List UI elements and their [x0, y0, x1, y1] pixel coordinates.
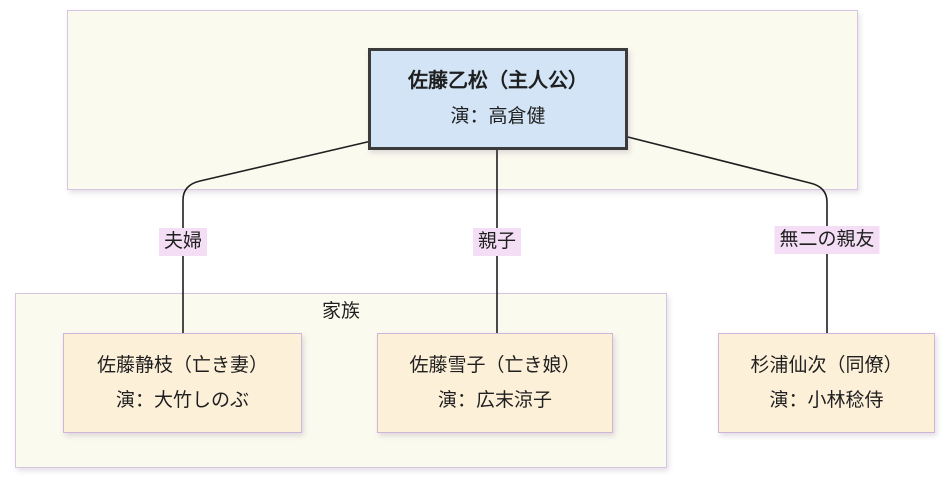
- node-wife: 佐藤静枝（亡き妻） 演：大竹しのぶ: [63, 333, 302, 433]
- node-colleague: 杉浦仙次（同僚） 演：小林稔侍: [718, 333, 935, 433]
- wife-name: 佐藤静枝（亡き妻）: [96, 355, 268, 376]
- relation-label-fufu: 夫婦: [158, 228, 208, 256]
- edge-best-friend: [615, 133, 828, 333]
- relation-label-shinyu: 無二の親友: [774, 226, 880, 254]
- colleague-name: 杉浦仙次（同僚）: [750, 355, 903, 376]
- wife-actor: 演：大竹しのぶ: [115, 390, 249, 411]
- edge-husband-wife: [182, 138, 381, 333]
- node-daughter: 佐藤雪子（亡き娘） 演：広末涼子: [377, 333, 613, 433]
- family-group-label: 家族: [321, 301, 360, 322]
- main-character-actor: 演：高倉健: [450, 106, 546, 127]
- daughter-actor: 演：広末涼子: [437, 390, 552, 411]
- main-character-name: 佐藤乙松（主人公）: [408, 70, 588, 92]
- colleague-actor: 演：小林稔侍: [769, 390, 884, 411]
- node-main-character: 佐藤乙松（主人公） 演：高倉健: [368, 48, 628, 150]
- relation-label-oyako: 親子: [472, 228, 522, 256]
- daughter-name: 佐藤雪子（亡き娘）: [409, 355, 581, 376]
